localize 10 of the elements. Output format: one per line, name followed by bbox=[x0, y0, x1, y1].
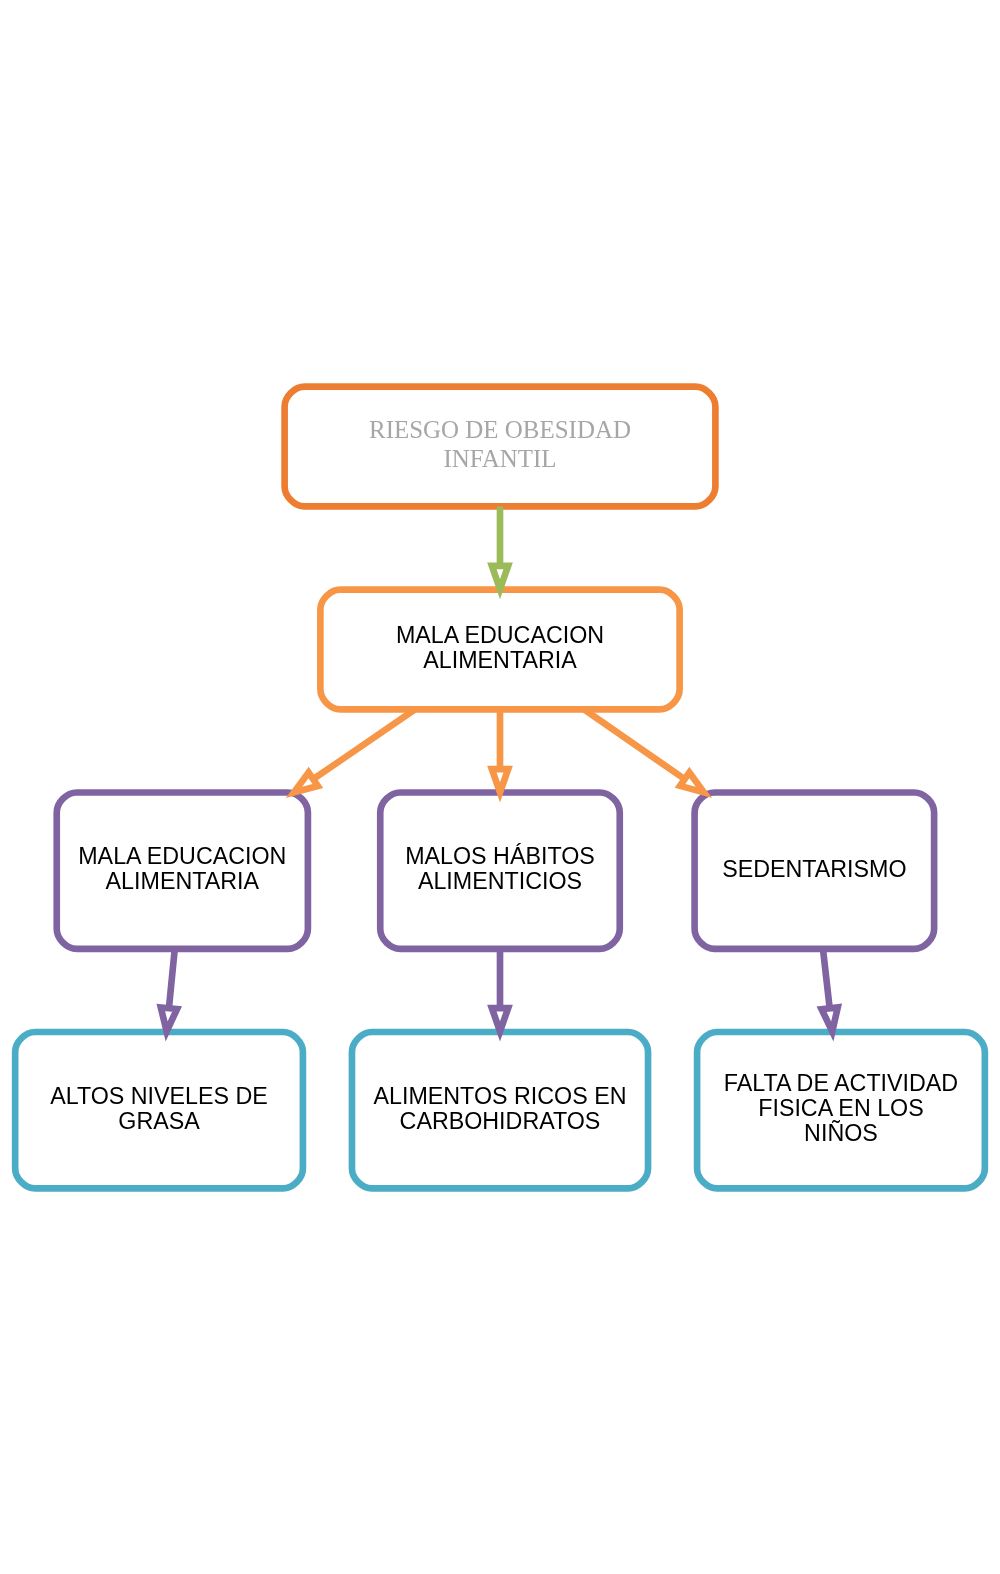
node-box: ALIMENTOS RICOS EN CARBOHIDRATOS bbox=[348, 1028, 652, 1192]
node-box: ALTOS NIVELES DE GRASA bbox=[11, 1028, 307, 1192]
arrow bbox=[487, 709, 513, 802]
node-box: MALOS HÁBITOS ALIMENTICIOS bbox=[376, 788, 624, 952]
node-box: SEDENTARISMO bbox=[691, 788, 938, 952]
node-box: RIESGO DE OBESIDAD INFANTIL bbox=[281, 382, 719, 510]
node-box: FALTA DE ACTIVIDAD FISICA EN LOS NIÑOS bbox=[693, 1028, 989, 1192]
node-box: MALA EDUCACION ALIMENTARIA bbox=[53, 788, 312, 952]
node-box: MALA EDUCACION ALIMENTARIA bbox=[317, 585, 683, 713]
arrow bbox=[487, 505, 513, 599]
